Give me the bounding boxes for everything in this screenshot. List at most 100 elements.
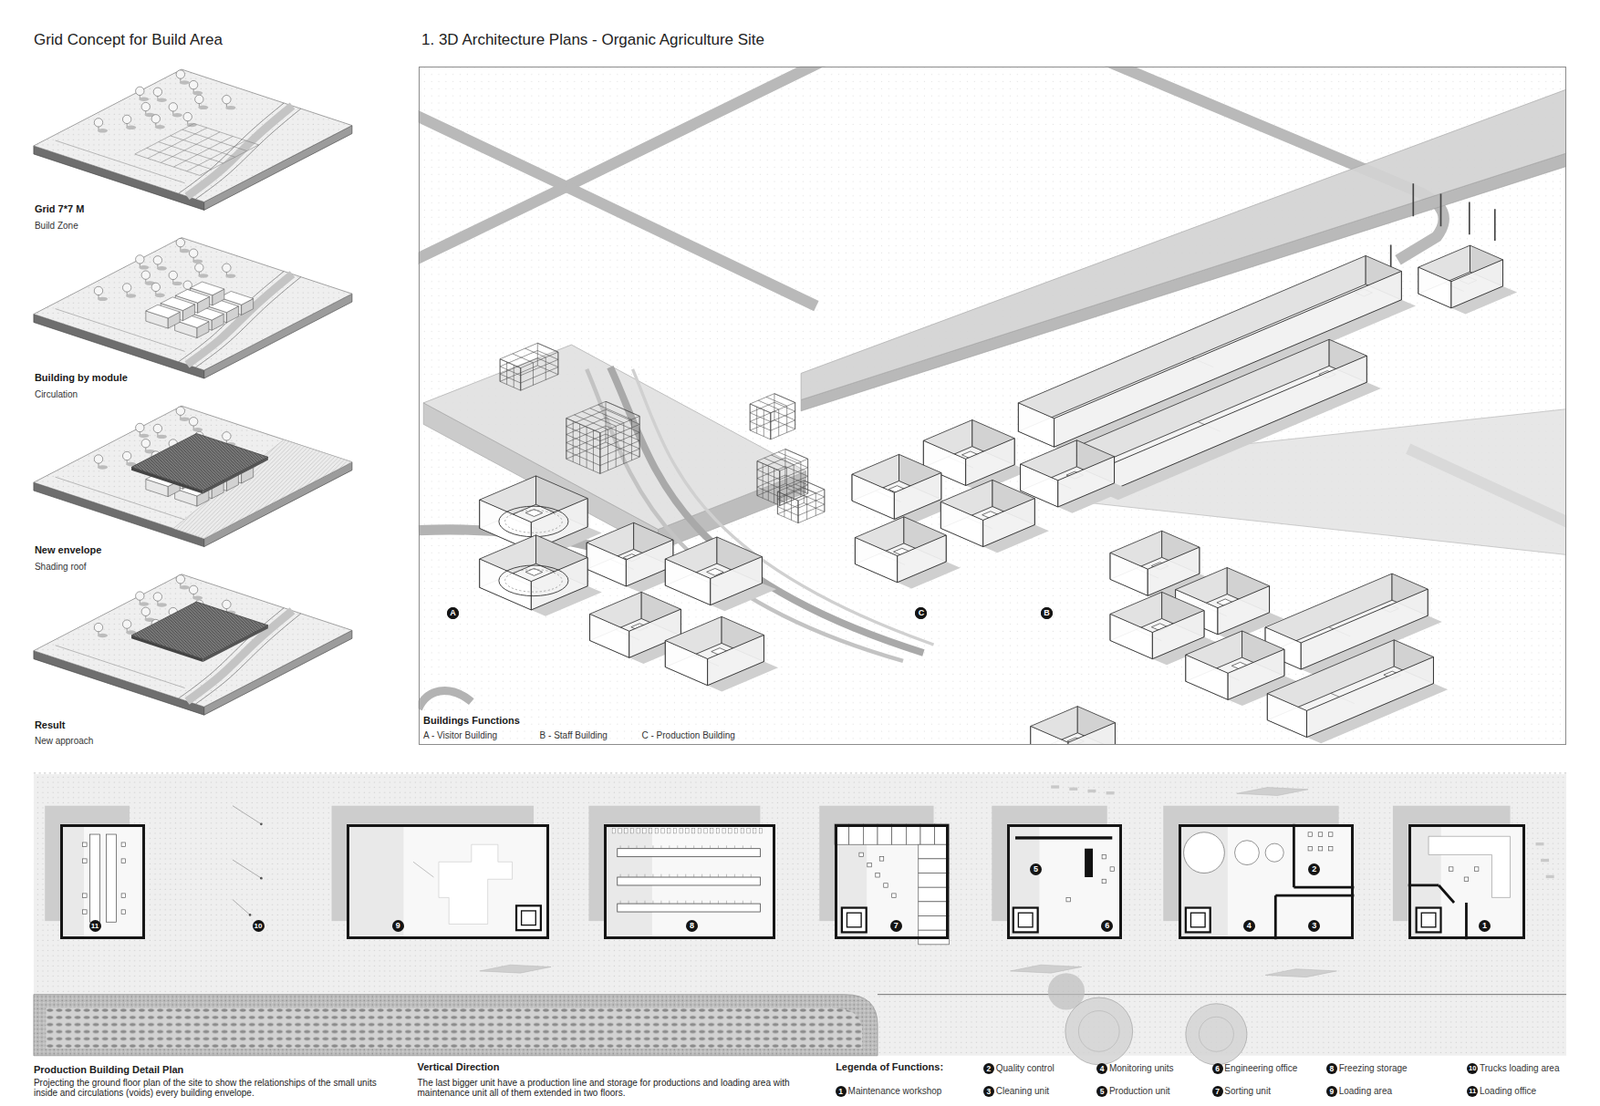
tree-shadow [197,105,208,110]
building-wall [1217,586,1270,635]
tree-shadow [225,105,236,110]
legend-text: Quality control [996,1063,1055,1075]
caption: New approach [33,736,94,748]
tree-shadow [225,273,236,278]
concept-panel: New envelopeShading roof [33,397,355,577]
tree-crown [151,114,160,124]
tree-shadow [179,249,190,253]
leader-dot [259,877,263,881]
legend-number: 8 [1326,1063,1338,1075]
stair-symbol [1416,908,1442,934]
grid-line [194,123,260,145]
step-mark [1236,788,1309,797]
machine [1084,849,1093,878]
chair [1101,854,1106,859]
legend-number: 5 [1096,1086,1108,1098]
rack-tick [652,901,654,904]
detail-plan [33,773,1567,1066]
rack-tick [652,874,654,878]
chair [1318,846,1322,851]
rack-tick [726,845,728,849]
loading-platform [438,844,513,925]
rack-tick [750,874,752,878]
building-wall [1058,457,1115,508]
road-edge [195,108,301,199]
stair-symbol [1018,913,1033,928]
tree-crown [122,283,131,292]
building-wall [1110,552,1148,596]
callout-number: 11 [89,920,102,933]
building-marker: B [1040,607,1053,620]
building-wall [851,474,894,520]
ramp [633,369,935,645]
concept-panel: Building by moduleCirculation [33,228,355,405]
legend-number: 6 [1212,1063,1224,1075]
rack-tick [750,845,752,849]
marker-letter: C [914,607,927,620]
counter-cell [892,824,907,845]
step-mark [479,965,551,974]
wall [1464,903,1468,940]
tree-shadow [138,265,149,270]
counter-cell [862,824,878,845]
building-wall [664,559,710,606]
step-mark [1009,965,1081,974]
building [1418,245,1517,314]
tank [1184,832,1226,874]
tree-crown [222,263,231,272]
legend-text: Maintenance workshop [848,1086,943,1098]
building-wall [664,640,707,686]
building-wall [707,634,765,686]
legend-number: 3 [983,1086,995,1098]
leader-line [232,860,261,879]
building-marker: C [914,607,927,620]
building-wall [983,498,1036,548]
marker-letter: B [1040,607,1053,620]
leader-line [232,900,250,916]
tree-crown [188,417,198,426]
counter-cell [918,902,950,917]
rack-tick [628,901,630,904]
tree-crown [188,249,198,258]
post [1412,183,1414,217]
rack [734,828,738,834]
grid-line [158,142,224,164]
tree-crown [122,451,131,460]
site-plan [418,66,1567,746]
rack [618,828,622,834]
chair [83,893,87,898]
stair-symbol [1421,913,1436,928]
tree-shadow [138,434,149,438]
module-block [145,304,180,329]
road-edge [178,103,284,194]
tree-shadow [97,128,108,133]
strip-edge [33,772,1567,774]
legend-text: Loading area [1339,1086,1393,1098]
rack [624,828,628,834]
rack-tick [660,901,662,904]
note: The last bigger unit have a production l… [417,1078,811,1099]
chair [883,883,888,888]
counter-cell [918,887,950,903]
tree-crown [93,623,103,632]
tree-crown [141,607,150,616]
chair [83,842,87,847]
chair [1066,897,1071,902]
tree-crown [168,270,177,280]
panel-heading: Grid Concept for Build Area [33,31,223,50]
rack-tick [660,874,662,878]
rack [753,828,757,834]
callout-number: 7 [890,920,903,933]
rack-tick [693,901,695,904]
rack [722,828,726,834]
wall [1438,885,1455,904]
rack-tick [676,901,678,904]
rack-tick [628,874,630,878]
rack [691,828,695,834]
leader-line [232,806,261,825]
tree-crown [93,118,103,127]
title: 1. 3D Architecture Plans - Organic Agric… [421,31,765,50]
rack-tick [636,845,638,849]
concept-slab [33,405,353,547]
legend-number: 1 [835,1086,847,1098]
